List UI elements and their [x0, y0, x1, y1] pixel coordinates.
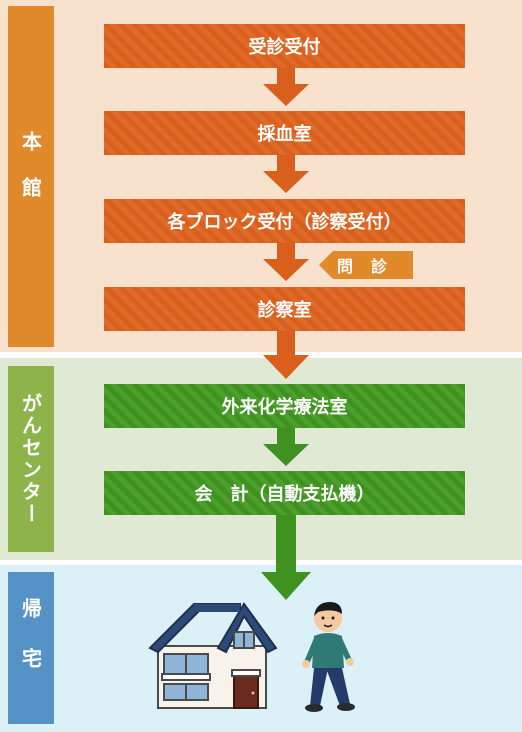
step-blood-collection: 採血室 — [104, 111, 465, 155]
step-block-reception: 各ブロック受付（診察受付） — [104, 199, 465, 243]
down-arrow-icon — [263, 68, 309, 106]
step-examination-room: 診察室 — [104, 287, 465, 331]
step-chemotherapy-room: 外来化学療法室 — [104, 384, 465, 428]
step-reception: 受診受付 — [104, 24, 465, 68]
step-payment-label: 会 計（自動支払機） — [194, 484, 375, 505]
down-arrow-icon — [263, 243, 309, 281]
step-chemotherapy-room-label: 外来化学療法室 — [221, 397, 348, 418]
down-arrow-icon — [263, 428, 309, 466]
interview-tag-label: 問診 — [336, 257, 405, 276]
house-illustration — [148, 602, 278, 709]
interview-tag: 問診 — [319, 251, 413, 279]
main-building-label: 本館 — [18, 130, 43, 223]
step-block-reception-label: 各ブロック受付（診察受付） — [167, 212, 402, 233]
step-blood-collection-label: 採血室 — [257, 124, 312, 145]
section-label-go-home: 帰宅 — [8, 572, 54, 724]
section-label-cancer-center: がんセンター — [8, 366, 54, 552]
step-examination-room-label: 診察室 — [257, 300, 312, 321]
down-arrow-icon — [263, 155, 309, 193]
go-home-label: 帰宅 — [18, 598, 43, 698]
cancer-center-label: がんセンター — [18, 393, 43, 525]
down-arrow-icon — [263, 331, 309, 379]
step-payment: 会 計（自動支払機） — [104, 471, 465, 515]
step-reception-label: 受診受付 — [248, 37, 321, 58]
section-label-main-building: 本館 — [8, 6, 54, 347]
walking-person-illustration — [302, 602, 355, 712]
down-arrow-icon — [261, 515, 311, 600]
